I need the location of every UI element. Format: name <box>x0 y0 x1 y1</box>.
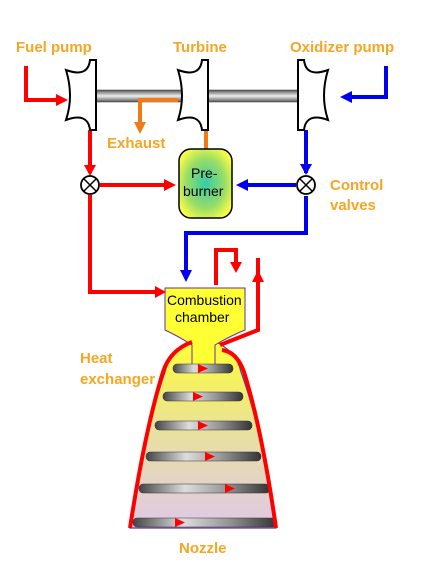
fuel-pump-label: Fuel pump <box>16 39 92 56</box>
preburner-label-1: Pre- <box>191 165 218 181</box>
coil-flow-arrows <box>175 364 235 527</box>
exhaust-arrowhead <box>134 122 146 134</box>
fuel-control-valve-icon <box>80 175 100 195</box>
oxidizer-pump-label: Oxidizer pump <box>290 39 394 56</box>
oxidizer-pump-icon <box>297 59 330 131</box>
preburner-label-2: burner <box>183 183 224 199</box>
oxidizer-arrowheads <box>180 91 352 282</box>
combustion-chamber-label-2: chamber <box>175 309 230 325</box>
turbine-label: Turbine <box>173 39 227 56</box>
control-valves-label-2: valves <box>330 197 376 214</box>
heat-exchanger-label-2: exchanger <box>80 371 155 388</box>
exhaust-label: Exhaust <box>107 135 165 152</box>
heat-exchanger-label-1: Heat <box>80 350 113 367</box>
fuel-pump-icon <box>64 59 97 131</box>
exhaust-line <box>138 98 208 150</box>
oxidizer-control-valve-icon <box>296 175 316 195</box>
control-valves-label-1: Control <box>330 177 383 194</box>
preburner <box>178 148 233 219</box>
fuel-arrowheads <box>56 94 264 298</box>
turbine-icon <box>176 59 209 131</box>
nozzle-label: Nozzle <box>179 540 227 557</box>
combustion-chamber-label-1: Combustion <box>167 292 242 308</box>
